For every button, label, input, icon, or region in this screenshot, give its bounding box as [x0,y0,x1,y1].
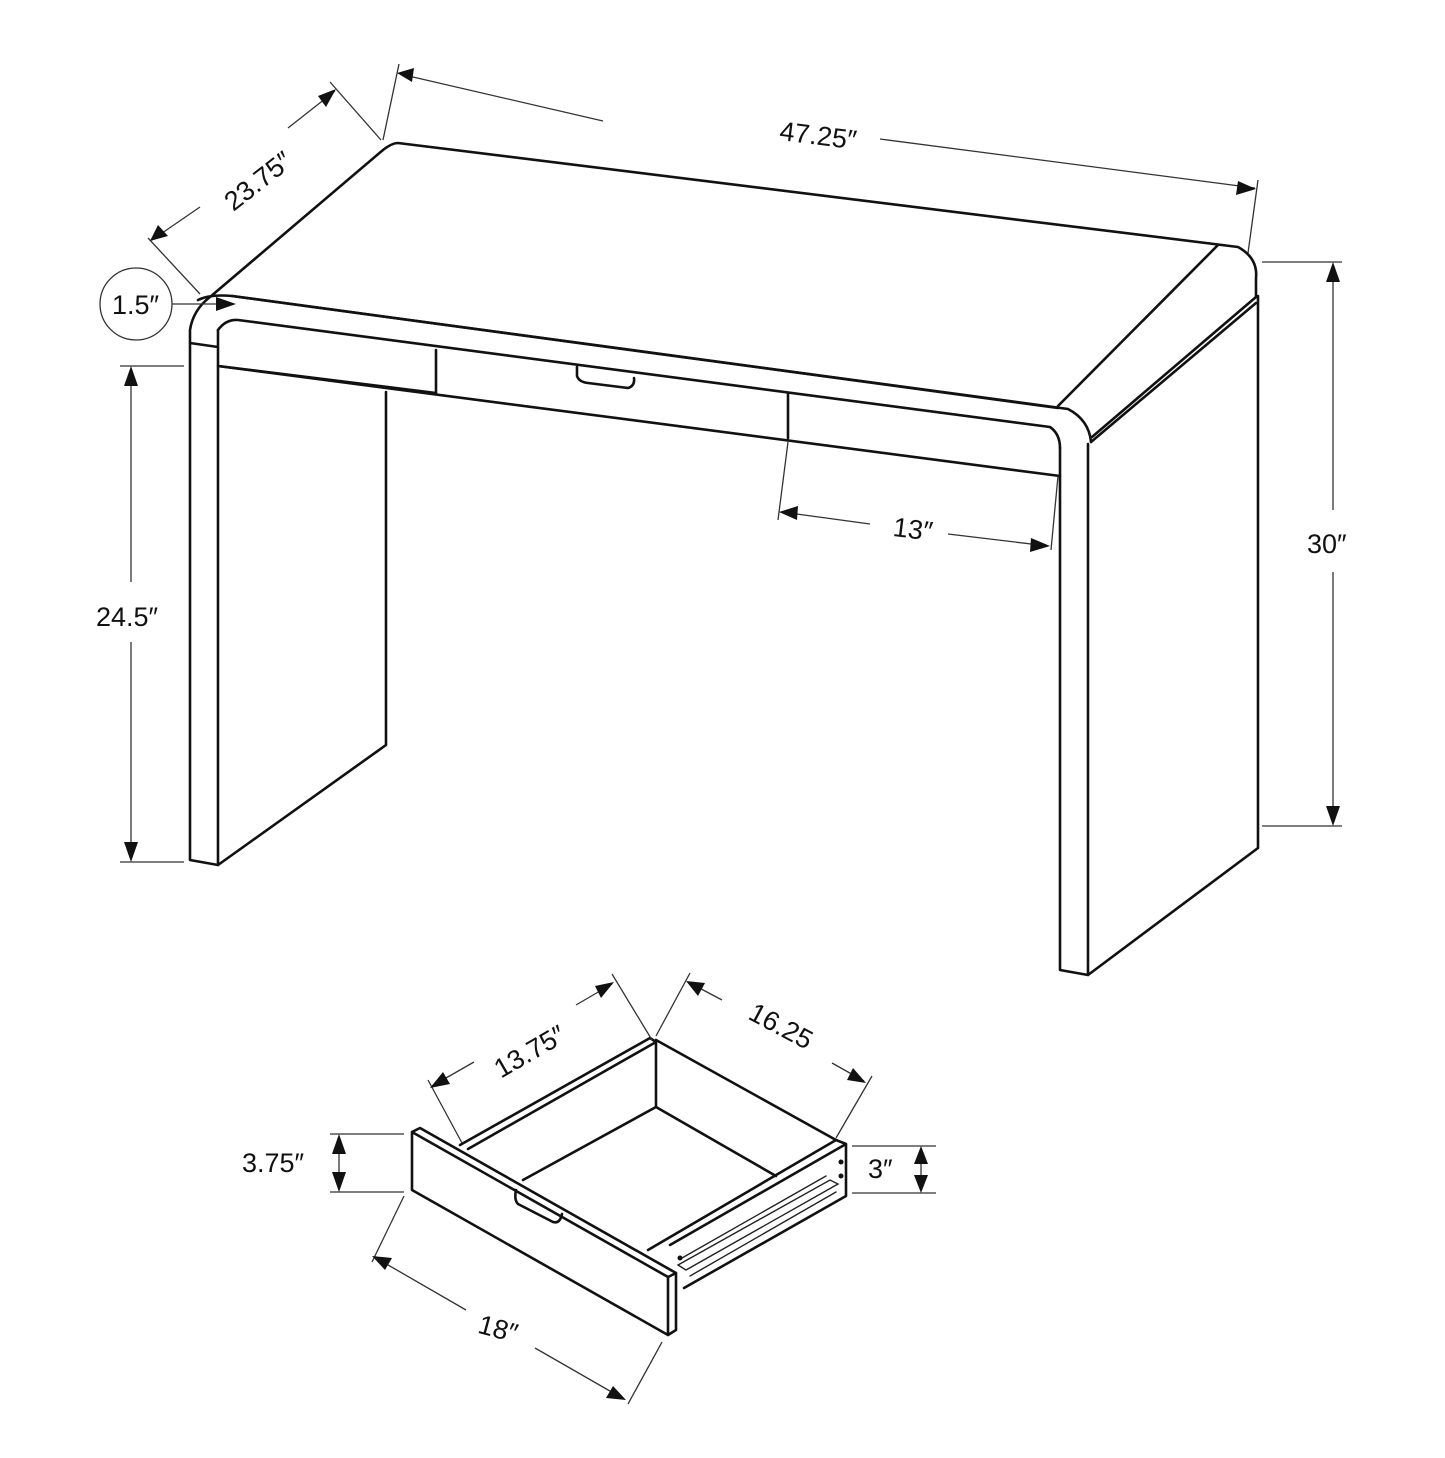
drawer-side-height-label: 3″ [868,1154,893,1184]
drawer-bottom [521,1105,778,1182]
desk-clearance-label: 24.5″ [96,602,159,632]
drawer-front-panel [410,1126,678,1337]
arrowhead-icon [1326,806,1340,826]
svg-text:30″: 30″ [1307,529,1347,559]
drawer-right-side [646,1038,848,1290]
arrowhead-icon [318,89,336,107]
desk-left-leg [188,328,438,867]
arrowhead-icon [124,842,138,862]
arrowhead-icon [372,1256,392,1270]
svg-text:47.25″: 47.25″ [778,116,859,155]
drawer-opening-label: 13″ [891,512,934,547]
svg-text:1.5″: 1.5″ [112,290,160,320]
arrowhead-icon [1236,181,1256,195]
arrowhead-icon [216,297,236,311]
arrowhead-icon [397,68,414,82]
arrowhead-icon [332,1172,346,1192]
desk-width-label: 47.25″ [778,116,859,155]
drawer-dimensions: 13.75″ 16.25 3.75″ 3″ 18″ [242,972,936,1405]
svg-text:16.25: 16.25 [744,997,818,1055]
desk-thickness-label: 1.5″ [112,290,160,320]
svg-text:23.75″: 23.75″ [219,145,299,216]
drawer-front-width-label: 18″ [475,1309,521,1348]
drawer-front-height-label: 3.75″ [242,1148,305,1178]
drawer-drawing [410,1036,848,1337]
drawer-inner-depth-label: 16.25 [744,997,818,1055]
svg-text:13″: 13″ [891,512,934,547]
desk-front-band [216,294,1093,450]
svg-text:13.75″: 13.75″ [489,1019,571,1084]
svg-text:3.75″: 3.75″ [242,1148,305,1178]
svg-text:3″: 3″ [868,1154,893,1184]
arrowhead-icon [150,225,168,241]
arrowhead-icon [914,1175,928,1193]
arrowhead-icon [1326,262,1340,282]
drawer-slide-rail [676,1175,840,1277]
drawer-front-handle [514,1188,564,1224]
arrowhead-icon [430,1072,450,1088]
desk-drawer-handle [575,365,636,390]
arrowhead-icon [914,1146,928,1164]
arrowhead-icon [595,982,614,998]
desk-top-surface [188,141,1258,867]
desk-right-top [1056,243,1258,444]
arrowhead-icon [124,366,138,386]
arrowhead-icon [606,1386,626,1400]
svg-text:18″: 18″ [475,1309,521,1348]
svg-text:24.5″: 24.5″ [96,602,159,632]
arrowhead-icon [779,506,798,520]
arrowhead-icon [686,981,705,996]
drawer-inner-width-label: 13.75″ [489,1019,571,1084]
desk-apron [216,348,1062,478]
drawer-left-side [458,1036,658,1151]
desk-drawing [188,141,1260,977]
desk-depth-label: 23.75″ [219,145,299,216]
desk-right-leg [1058,294,1260,977]
arrowhead-icon [1030,538,1050,552]
desk-height-label: 30″ [1307,529,1347,559]
arrowhead-icon [332,1134,346,1154]
arrowhead-icon [847,1068,866,1083]
